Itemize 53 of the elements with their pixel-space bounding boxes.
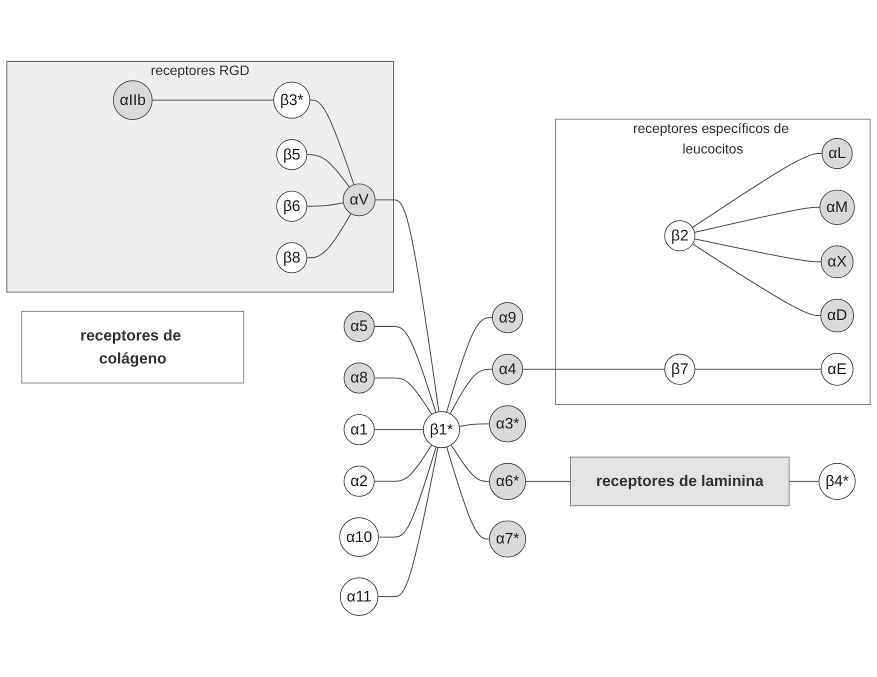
node-circle: β3* — [273, 82, 310, 119]
connector — [522, 368, 665, 370]
connector — [378, 446, 437, 538]
connector — [694, 206, 820, 233]
node-circle: α6* — [489, 462, 526, 500]
node-circle: β5 — [276, 139, 308, 170]
node-box: receptores de colágeno — [21, 310, 244, 384]
node-circle: α8 — [344, 362, 375, 394]
node-circle: α10 — [339, 517, 379, 557]
node-circle: αM — [819, 190, 855, 225]
connector — [446, 446, 490, 540]
node-circle: α1 — [344, 414, 375, 446]
node-circle: αV — [342, 183, 376, 216]
node-box: receptores de laminina — [570, 456, 790, 506]
connector — [789, 480, 820, 482]
connector — [374, 429, 424, 430]
connector — [374, 378, 432, 415]
node-circle: αE — [820, 352, 854, 386]
node-circle: β7 — [664, 354, 696, 385]
node-circle: α4 — [492, 354, 524, 385]
connector — [446, 317, 492, 412]
connector — [374, 326, 436, 413]
node-circle: α5 — [344, 310, 375, 342]
node-circle: β2 — [664, 220, 696, 252]
node-circle: β4* — [818, 462, 856, 500]
connector — [450, 444, 490, 482]
connector — [450, 368, 492, 414]
connector — [306, 202, 344, 207]
node-circle: αIIb — [112, 80, 153, 120]
connector — [375, 199, 440, 412]
node-circle: α3* — [489, 405, 526, 442]
connector — [310, 100, 354, 185]
node-circle: α11 — [340, 577, 378, 616]
node-circle: αD — [820, 298, 854, 332]
connector — [692, 244, 821, 316]
node-circle: α7* — [489, 520, 526, 558]
connector — [459, 423, 490, 427]
connector — [694, 238, 822, 262]
connector — [526, 480, 570, 482]
node-circle: α2 — [344, 466, 375, 497]
node-circle: β6 — [276, 190, 308, 222]
node-circle: β1* — [422, 411, 460, 448]
connector — [306, 213, 352, 258]
connector — [306, 154, 350, 188]
connector — [692, 153, 822, 228]
connector — [374, 444, 432, 482]
connector — [152, 100, 274, 101]
node-circle: β8 — [276, 242, 308, 274]
connector — [378, 447, 438, 598]
node-circle: αL — [822, 138, 853, 170]
connector — [694, 368, 822, 370]
node-circle: α9 — [492, 302, 524, 334]
node-circle: αX — [820, 245, 854, 278]
